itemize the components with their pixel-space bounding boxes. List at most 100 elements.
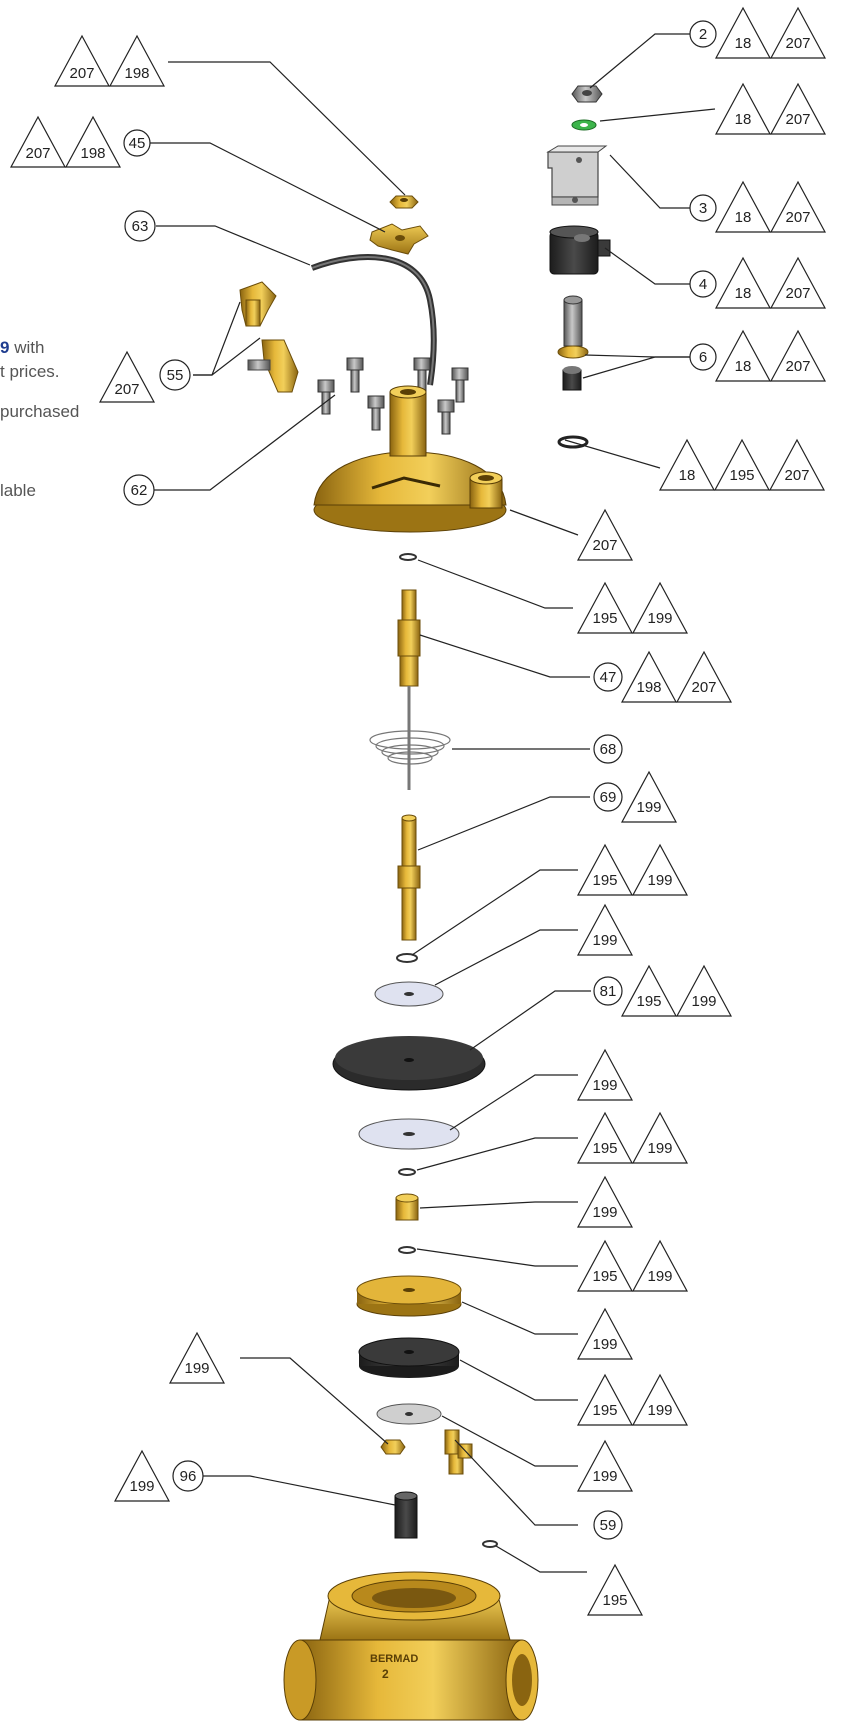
- svg-text:55: 55: [167, 367, 184, 384]
- valve-cover-graphic: [313, 385, 507, 533]
- svg-text:199: 199: [647, 1140, 672, 1157]
- svg-text:207: 207: [785, 358, 810, 375]
- bracket-part-3-graphic: [546, 145, 608, 206]
- callouts: 2 18 207 207 198 18 207 207 198 45: [9, 6, 827, 1616]
- svg-text:96: 96: [180, 1468, 197, 1485]
- svg-text:199: 199: [129, 1478, 154, 1495]
- svg-text:18: 18: [735, 358, 752, 375]
- side-note-line-3: purchased: [0, 402, 80, 421]
- callout-tri-199-b: 199: [576, 1048, 634, 1101]
- svg-text:207: 207: [592, 537, 617, 554]
- o-ring-graphic: [557, 435, 589, 449]
- coil-part-4-graphic: [549, 225, 611, 275]
- callout-tri-195-199-a: 195 199: [576, 581, 689, 634]
- grey-disc-graphic: [376, 1403, 442, 1425]
- svg-text:59: 59: [600, 1517, 617, 1534]
- side-note-line-2: t prices.: [0, 362, 60, 381]
- svg-text:207: 207: [784, 467, 809, 484]
- svg-text:199: 199: [592, 1077, 617, 1094]
- callout-tri-199-a: 199: [576, 903, 634, 956]
- small-nut-graphic: [380, 1439, 406, 1455]
- parts: BERMAD 2: [239, 85, 611, 1721]
- washer-disc-top-graphic: [374, 981, 444, 1007]
- fitting-part-55-graphic: [239, 281, 299, 393]
- svg-text:3: 3: [699, 200, 707, 217]
- callout-tri-199-e: 199: [576, 1439, 634, 1492]
- callout-tri-18-207-washer: 18 207: [714, 82, 827, 135]
- callout-tri-199-left: 199: [168, 1331, 226, 1384]
- callout-tri-195-199-c: 195 199: [576, 1111, 689, 1164]
- diaphragm-part-81-graphic: [332, 1036, 486, 1091]
- svg-text:199: 199: [691, 993, 716, 1010]
- valve-body-graphic: BERMAD 2: [283, 1571, 539, 1721]
- svg-text:63: 63: [132, 218, 149, 235]
- callout-tri-18-195-207: 18 195 207: [658, 438, 826, 491]
- callout-item-45: 207 198 45: [9, 115, 151, 168]
- svg-text:199: 199: [592, 1204, 617, 1221]
- svg-text:199: 199: [636, 799, 661, 816]
- svg-text:69: 69: [600, 789, 617, 806]
- side-note-line-4: lable: [0, 481, 36, 500]
- svg-text:198: 198: [636, 679, 661, 696]
- seat-part-96-graphic: [394, 1491, 418, 1539]
- callout-item-81: 81 195 199: [593, 964, 733, 1017]
- svg-text:18: 18: [735, 111, 752, 128]
- svg-text:199: 199: [647, 610, 672, 627]
- svg-text:195: 195: [602, 1592, 627, 1609]
- callout-tri-207-cover: 207: [576, 508, 634, 561]
- side-note-line-1: 9 with: [0, 338, 45, 357]
- svg-text:207: 207: [114, 381, 139, 398]
- svg-text:18: 18: [735, 209, 752, 226]
- svg-text:199: 199: [184, 1360, 209, 1377]
- svg-text:207: 207: [785, 35, 810, 52]
- svg-text:195: 195: [636, 993, 661, 1010]
- svg-text:195: 195: [592, 610, 617, 627]
- callout-tri-195-199-b: 195 199: [576, 843, 689, 896]
- valve-marking-brand: BERMAD: [370, 1653, 418, 1665]
- svg-text:195: 195: [592, 872, 617, 889]
- svg-text:207: 207: [69, 65, 94, 82]
- callout-item-6: 6 18 207: [689, 329, 827, 382]
- plunger-part-6-graphic: [557, 295, 589, 391]
- svg-text:199: 199: [647, 1402, 672, 1419]
- rubber-disc-graphic: [358, 1337, 460, 1378]
- svg-text:199: 199: [592, 1468, 617, 1485]
- callout-tri-195-bottom: 195: [586, 1563, 644, 1616]
- svg-text:81: 81: [600, 983, 617, 1000]
- callout-item-63: 63: [124, 210, 156, 242]
- callout-item-68: 68: [593, 734, 623, 764]
- hex-nut-graphic: [395, 1193, 419, 1221]
- svg-text:198: 198: [124, 65, 149, 82]
- callout-item-96: 199 96: [113, 1449, 204, 1502]
- svg-text:199: 199: [592, 1336, 617, 1353]
- callout-item-2: 2 18 207: [689, 6, 827, 59]
- spring-part-68-graphic: [369, 730, 451, 765]
- cover-nut-graphic: [389, 195, 419, 209]
- callout-item-59: 59: [593, 1510, 623, 1540]
- callout-item-69: 69 199: [593, 770, 678, 823]
- svg-text:62: 62: [131, 482, 148, 499]
- svg-text:45: 45: [129, 135, 146, 152]
- svg-text:4: 4: [699, 276, 707, 293]
- callout-tri-195-199-e: 195 199: [576, 1373, 689, 1426]
- elbow-fitting-part-59-graphic: [444, 1429, 473, 1475]
- svg-text:199: 199: [647, 1268, 672, 1285]
- svg-text:47: 47: [600, 669, 617, 686]
- svg-text:195: 195: [729, 467, 754, 484]
- cover-bolts-graphic: [317, 357, 469, 435]
- callout-tri-199-d: 199: [576, 1307, 634, 1360]
- callout-item-62: 62: [123, 474, 155, 506]
- rod-part-69-graphic: [397, 814, 421, 941]
- o-ring-small-graphic: [399, 553, 417, 561]
- svg-text:207: 207: [25, 145, 50, 162]
- svg-text:68: 68: [600, 741, 617, 758]
- svg-text:18: 18: [735, 35, 752, 52]
- svg-text:207: 207: [785, 209, 810, 226]
- leader-lines: [150, 33, 716, 1573]
- svg-text:207: 207: [691, 679, 716, 696]
- brass-disc-graphic: [356, 1275, 462, 1317]
- stem-part-47-graphic: [397, 589, 421, 790]
- nut-part-2-graphic: [571, 85, 603, 103]
- svg-text:199: 199: [647, 872, 672, 889]
- svg-text:18: 18: [679, 467, 696, 484]
